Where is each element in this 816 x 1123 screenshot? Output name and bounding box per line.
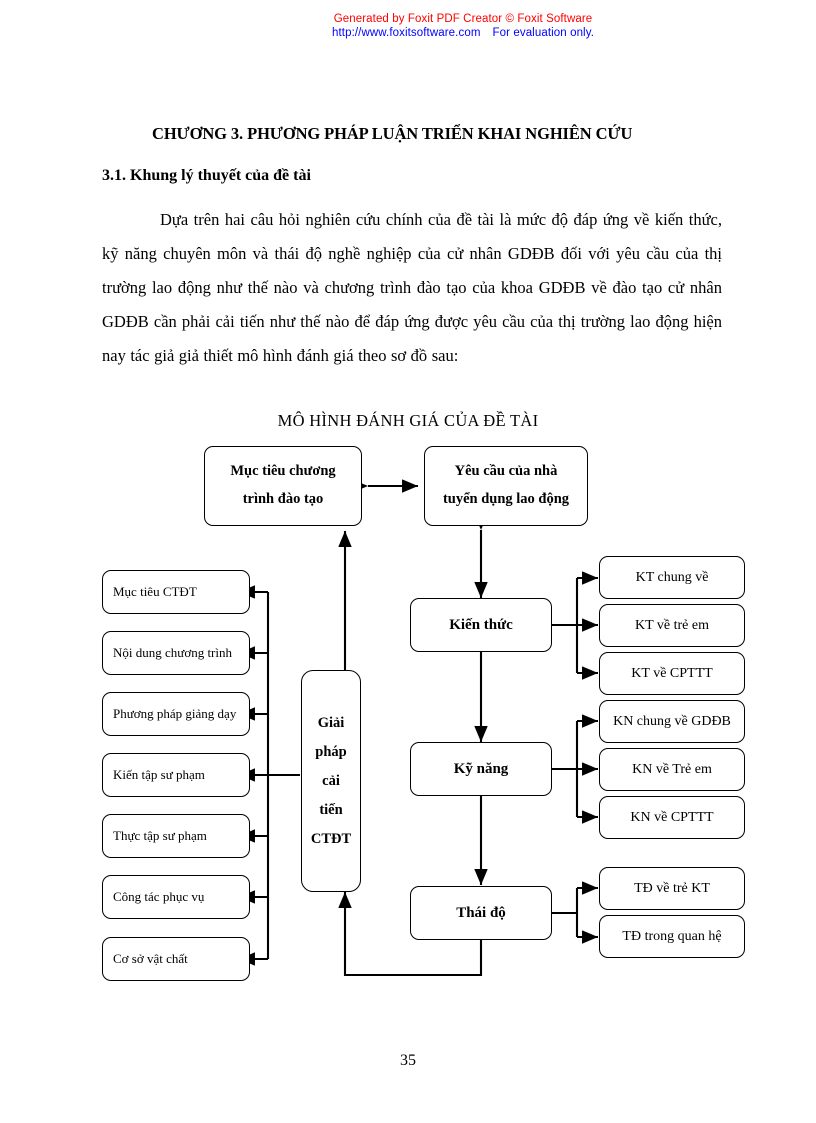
box-left-noi-dung-chuong-trinh[interactable]: Nội dung chương trình <box>102 631 250 675</box>
evaluation-model-diagram: Mục tiêu chương trình đào tạo Yêu cầu củ… <box>0 430 816 990</box>
box-kt-ve-cpttt[interactable]: KT về CPTTT <box>599 652 745 695</box>
box-left-co-so-vat-chat[interactable]: Cơ sở vật chất <box>102 937 250 981</box>
left-box-label-2: Phương pháp giảng dạy <box>113 706 237 721</box>
right-attitude-label-1: TĐ trong quan hệ <box>622 928 722 944</box>
left-box-label-0: Mục tiêu CTĐT <box>113 584 197 599</box>
box-thai-do[interactable]: Thái độ <box>410 886 552 940</box>
center-box-line1: Giải <box>317 714 345 731</box>
box-left-muc-tieu-ctdt[interactable]: Mục tiêu CTĐT <box>102 570 250 614</box>
foxit-generated-by-text: Generated by Foxit PDF Creator © Foxit S… <box>333 13 593 25</box>
box-kt-chung-ve[interactable]: KT chung về <box>599 556 745 599</box>
box-giai-phap-cai-tien-ctdt[interactable]: Giải pháp cải tiến CTĐT <box>301 670 361 892</box>
foxit-url-line: http://www.foxitsoftware.com For evaluati… <box>0 26 816 40</box>
box-left-phuong-phap-giang-day[interactable]: Phương pháp giảng dạy <box>102 692 250 736</box>
box-left-cong-tac-phuc-vu[interactable]: Công tác phục vụ <box>102 875 250 919</box>
box-top-left-line2: trình đào tạo <box>242 491 324 507</box>
left-box-label-6: Cơ sở vật chất <box>113 951 188 966</box>
center-box-line4: tiến <box>319 801 343 818</box>
middle-box-label-0: Kiến thức <box>449 616 513 633</box>
right-attitude-label-0: TĐ về trẻ KT <box>634 880 710 896</box>
box-top-right-line2: tuyển dụng lao động <box>442 491 570 507</box>
center-box-line2: pháp <box>315 743 347 760</box>
section-heading: 3.1. Khung lý thuyết của đề tài <box>102 167 311 185</box>
box-top-left-line1: Mục tiêu chương <box>230 463 336 480</box>
box-kien-thuc[interactable]: Kiến thức <box>410 598 552 652</box>
right-skills-label-1: KN về Trẻ em <box>632 761 712 777</box>
box-muc-tieu-chuong-trinh-dao-tao[interactable]: Mục tiêu chương trình đào tạo <box>204 446 362 526</box>
left-box-label-3: Kiến tập sư phạm <box>113 767 205 782</box>
right-skills-label-2: KN về CPTTT <box>630 809 714 825</box>
foxit-evaluation-text: For evaluation only. <box>492 27 595 40</box>
right-knowledge-label-1: KT về trẻ em <box>635 617 709 633</box>
left-box-label-5: Công tác phục vụ <box>113 889 205 904</box>
right-knowledge-label-0: KT chung về <box>635 569 709 585</box>
middle-box-label-1: Kỹ năng <box>453 760 509 777</box>
right-skills-label-0: KN chung về GDĐB <box>613 713 731 729</box>
body-paragraph: Dựa trên hai câu hỏi nghiên cứu chính củ… <box>102 209 722 365</box>
left-box-label-1: Nội dung chương trình <box>113 645 232 660</box>
foxit-url-link[interactable]: http://www.foxitsoftware.com <box>331 27 481 40</box>
chapter-heading: CHƯƠNG 3. PHƯƠNG PHÁP LUẬN TRIỂN KHAI NG… <box>152 124 633 143</box>
box-left-kien-tap-su-pham[interactable]: Kiến tập sư phạm <box>102 753 250 797</box>
middle-box-label-2: Thái độ <box>456 904 506 921</box>
box-kt-ve-tre-em[interactable]: KT về trẻ em <box>599 604 745 647</box>
document-text-block: CHƯƠNG 3. PHƯƠNG PHÁP LUẬN TRIỂN KHAI NG… <box>102 124 722 373</box>
box-ky-nang[interactable]: Kỹ năng <box>410 742 552 796</box>
box-td-trong-quan-he[interactable]: TĐ trong quan hệ <box>599 915 745 958</box>
box-kn-ve-tre-em[interactable]: KN về Trẻ em <box>599 748 745 791</box>
page-number: 35 <box>400 1052 416 1069</box>
left-box-label-4: Thực tập sư phạm <box>113 828 207 843</box>
box-kn-ve-cpttt[interactable]: KN về CPTTT <box>599 796 745 839</box>
box-top-right-line1: Yêu cầu của nhà <box>454 463 558 480</box>
right-knowledge-label-2: KT về CPTTT <box>631 665 713 681</box>
box-td-ve-tre-kt[interactable]: TĐ về trẻ KT <box>599 867 745 910</box>
center-box-line3: cải <box>322 772 340 789</box>
diagram-title: MÔ HÌNH ĐÁNH GIÁ CỦA ĐỀ TÀI <box>277 411 539 430</box>
foxit-watermark-banner: Generated by Foxit PDF Creator © Foxit S… <box>0 12 816 41</box>
center-box-line5: CTĐT <box>310 830 352 847</box>
box-left-thuc-tap-su-pham[interactable]: Thực tập sư phạm <box>102 814 250 858</box>
box-kn-chung-ve-gddb[interactable]: KN chung về GDĐB <box>599 700 745 743</box>
box-yeu-cau-nha-tuyen-dung[interactable]: Yêu cầu của nhà tuyển dụng lao động <box>424 446 588 526</box>
